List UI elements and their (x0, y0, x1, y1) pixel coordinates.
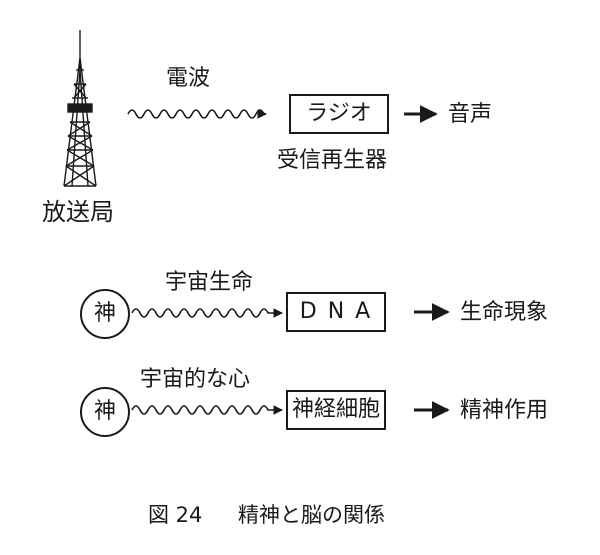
wave-arrow-radio (127, 109, 267, 119)
dna-box: D N A (286, 292, 386, 332)
source-label-broadcast: 放送局 (42, 198, 114, 226)
radio-box: ラジオ (289, 94, 389, 134)
output-label-sound: 音声 (448, 102, 493, 127)
radio-caption: 受信再生器 (277, 148, 388, 173)
figure-title: 精神と脳の関係 (238, 503, 385, 527)
god-circle-neuron: 神 (80, 387, 130, 437)
wave-label-cosmic-mind: 宇宙的な心 (140, 367, 251, 392)
god-circle-dna: 神 (80, 289, 130, 339)
neuron-box: 神経細胞 (286, 390, 386, 430)
wave-label-cosmic-life: 宇宙生命 (165, 270, 254, 295)
wave-arrow-dna (131, 308, 283, 318)
wave-arrow-neuron (131, 405, 283, 415)
wave-label-radio: 電波 (166, 66, 211, 91)
output-label-life-phenomena: 生命現象 (460, 300, 549, 325)
figure-number: 図 24 (148, 503, 203, 527)
output-label-mental-action: 精神作用 (460, 398, 549, 423)
broadcast-tower-icon (63, 30, 97, 187)
